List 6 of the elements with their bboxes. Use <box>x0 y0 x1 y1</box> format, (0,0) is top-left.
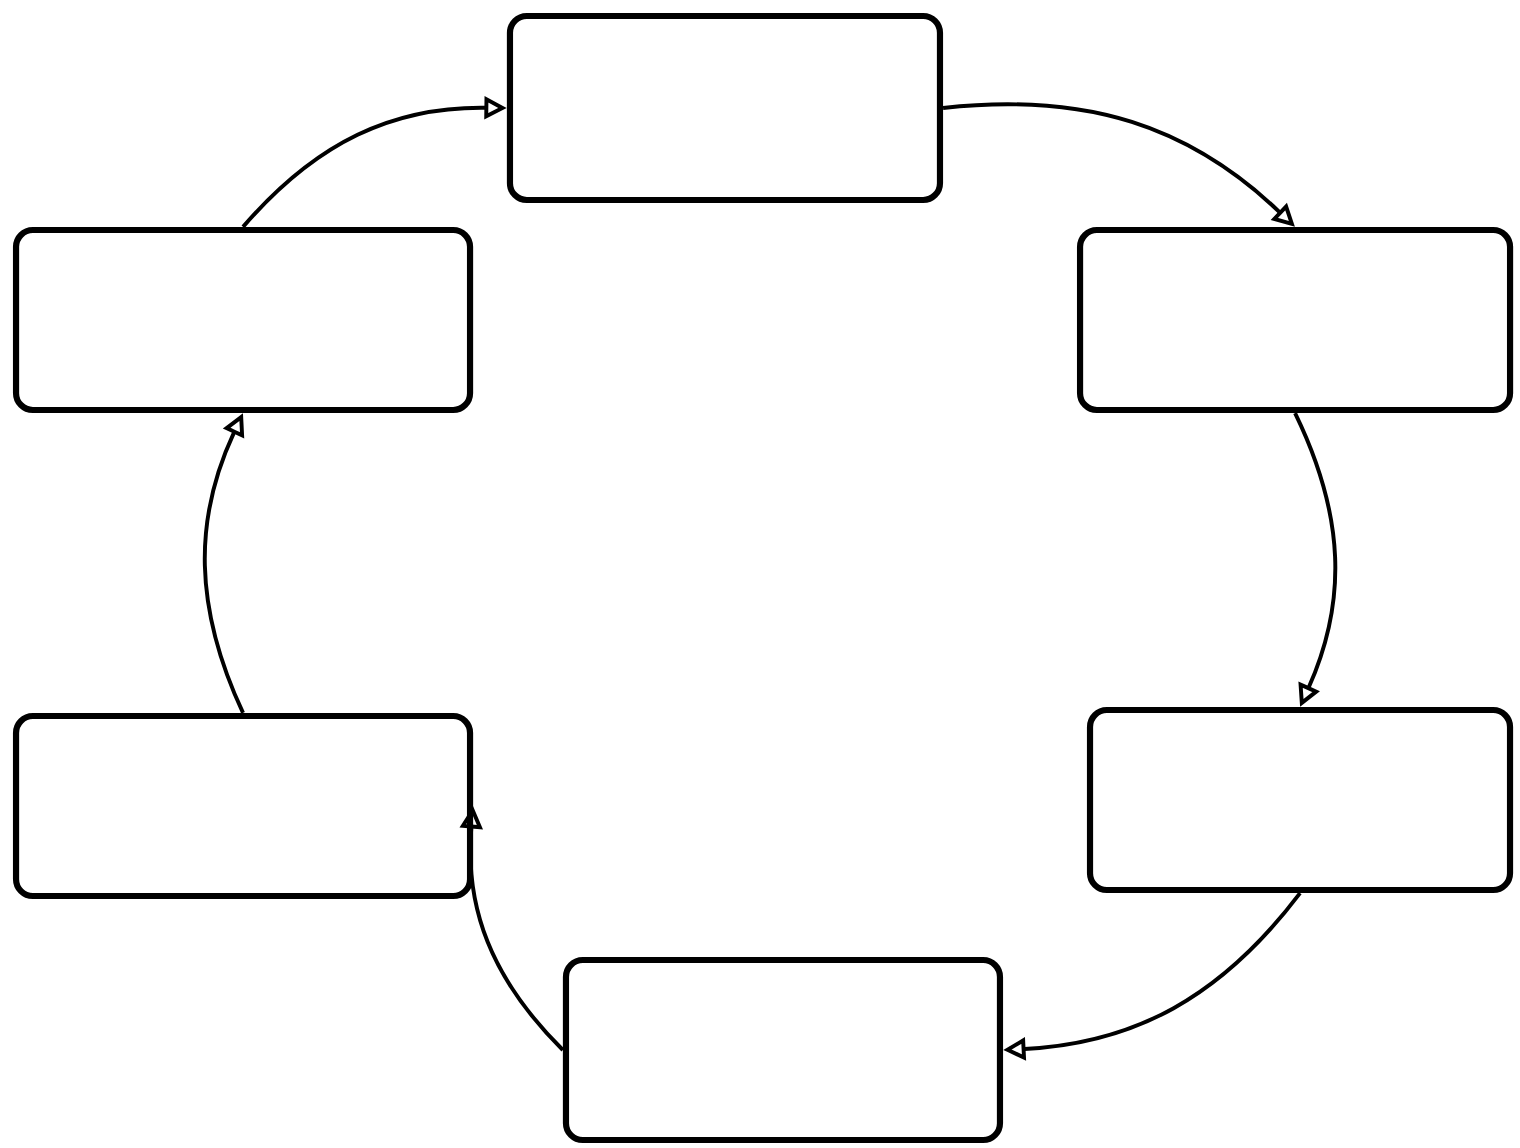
process-box <box>12 712 474 900</box>
process-box <box>562 956 1004 1144</box>
process-box <box>1086 706 1514 894</box>
process-box <box>12 226 474 414</box>
process-box <box>1076 226 1514 414</box>
process-box <box>506 12 944 204</box>
